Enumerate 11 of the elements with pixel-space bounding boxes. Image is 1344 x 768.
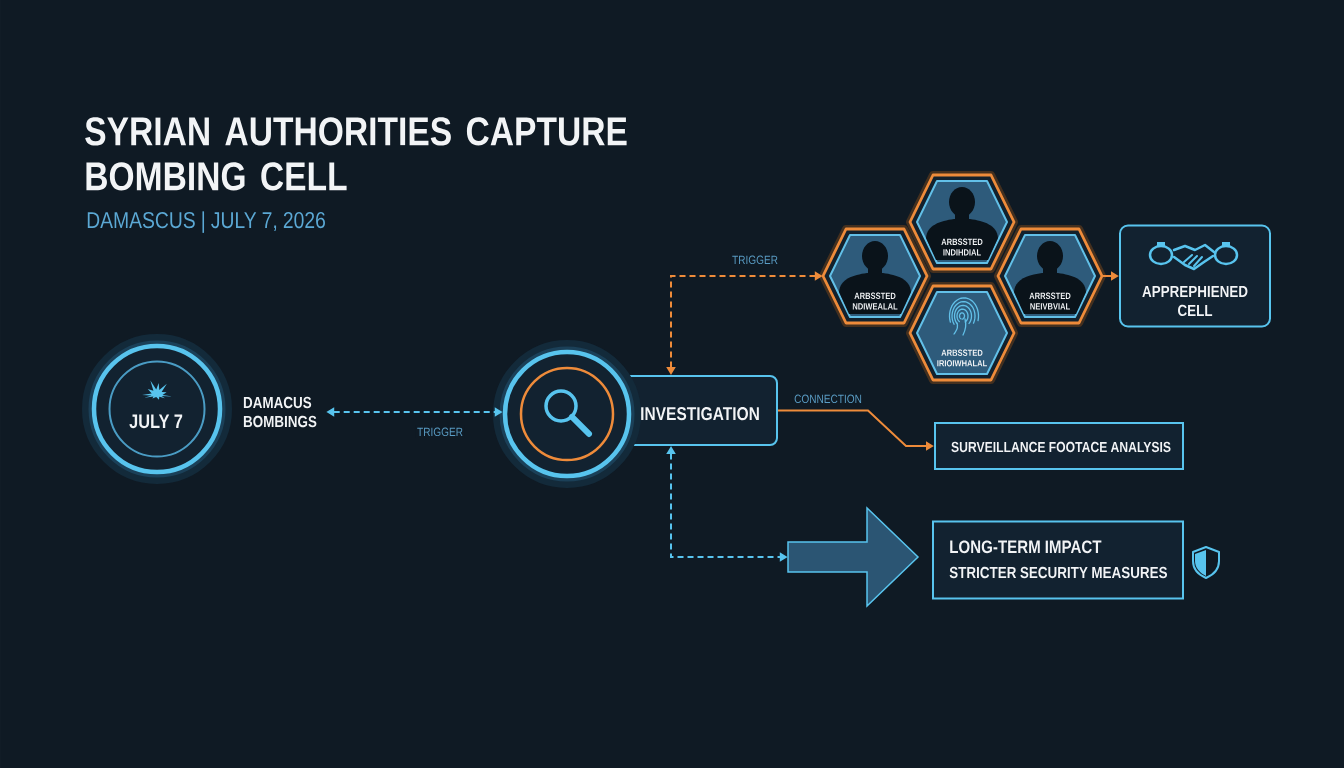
hexagon-tile: ARBSSTED IRIOIWHALAL bbox=[906, 282, 1018, 384]
hexagon-tile: ARRSSTED NEIVBVIAL bbox=[994, 225, 1106, 327]
subtitle: DAMASCUS | JULY 7, 2026 bbox=[87, 211, 325, 233]
result-box: APPREPHIENED CELL bbox=[1119, 224, 1271, 328]
process-box: SURVEILLANCE FOOTACE ANALYSIS bbox=[934, 422, 1184, 470]
impact-box: LONG-TERM IMPACT STRICTER SECURITY MEASURES bbox=[932, 520, 1184, 600]
hexagon-tile: ARBSSTED NDIWEALAL bbox=[819, 225, 931, 327]
block-arrow bbox=[787, 506, 920, 608]
icon-circle bbox=[493, 340, 641, 488]
title: SYRIAN AUTHORITIES CAPTURE BOMBING CELL bbox=[85, 117, 627, 191]
event-label: DAMACUS BOMBINGS bbox=[243, 396, 317, 428]
